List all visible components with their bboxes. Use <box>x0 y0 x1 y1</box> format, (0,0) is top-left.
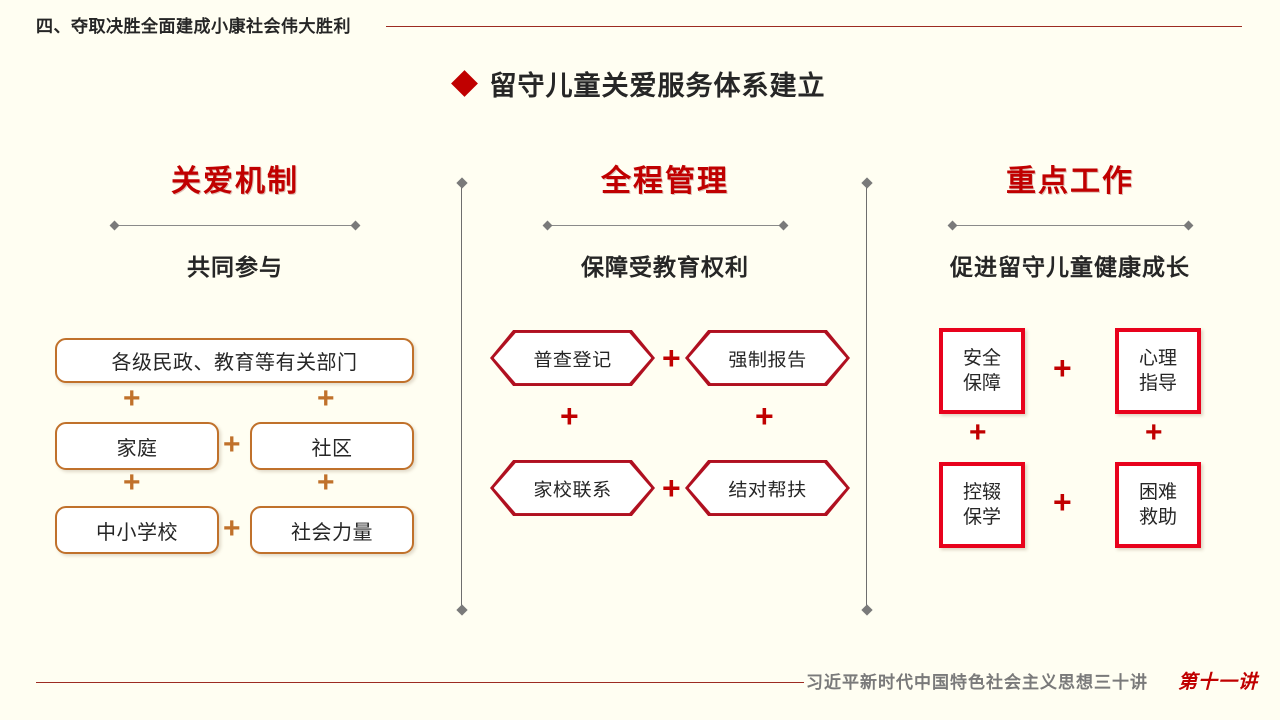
key-work-diagram: 安全 保障 + 心理 指导 + + 控辍 保学 + 困难 救助 <box>925 328 1215 558</box>
column-divider-left <box>455 177 468 616</box>
box-hardship-relief[interactable]: 困难 救助 <box>1115 462 1201 548</box>
box-schools[interactable]: 中小学校 <box>55 506 219 554</box>
box-safety-guarantee[interactable]: 安全 保障 <box>939 328 1025 414</box>
plus-sign: + <box>560 398 579 434</box>
slide-footer: 习近平新时代中国特色社会主义思想三十讲 第十一讲 <box>0 660 1280 720</box>
rule-line <box>550 224 780 226</box>
hexagon-home-school-contact[interactable]: 家校联系 <box>490 460 655 516</box>
box-line-2: 指导 <box>1138 373 1177 394</box>
full-process-diagram: 普查登记 + 强制报告 + + 家校联系 + 结对帮扶 <box>480 330 850 540</box>
box-line-1: 困难 <box>1138 482 1177 503</box>
plus-sign: + <box>969 416 987 449</box>
header-divider-rule <box>386 26 1242 27</box>
rule-diamond-icon <box>542 220 552 230</box>
hexagon-label: 强制报告 <box>688 332 847 384</box>
page-title: 留守儿童关爱服务体系建立 <box>489 71 826 101</box>
box-line-1: 安全 <box>962 348 1001 369</box>
hexagon-paired-assistance[interactable]: 结对帮扶 <box>685 460 850 516</box>
footer-lecture-number: 第十一讲 <box>1177 672 1258 693</box>
plus-sign: + <box>317 466 335 499</box>
box-line-2: 保学 <box>962 507 1001 528</box>
rule-diamond-icon <box>947 220 957 230</box>
plus-sign: + <box>662 340 681 376</box>
rule-line <box>955 224 1185 226</box>
column-title: 重点工作 <box>1006 165 1134 198</box>
plus-sign: + <box>123 382 141 415</box>
plus-sign: + <box>223 428 241 461</box>
footer-divider-rule <box>36 682 804 683</box>
rule-line <box>118 224 352 226</box>
content-columns: 关爱机制 共同参与 各级民政、教育等有关部门 + + 家庭 + 社区 + + 中… <box>0 160 1280 630</box>
hexagon-label: 结对帮扶 <box>688 462 847 514</box>
hexagon-mandatory-report[interactable]: 强制报告 <box>685 330 850 386</box>
column-subtitle: 促进留守儿童健康成长 <box>950 254 1190 280</box>
column-title: 关爱机制 <box>171 165 299 198</box>
section-title: 四、夺取决胜全面建成小康社会伟大胜利 <box>36 17 351 36</box>
column-care-mechanism: 关爱机制 共同参与 各级民政、教育等有关部门 + + 家庭 + 社区 + + 中… <box>10 160 460 588</box>
column-title-rule <box>109 220 361 230</box>
rule-diamond-icon <box>778 220 788 230</box>
plus-sign: + <box>317 382 335 415</box>
box-line-1: 控辍 <box>962 482 1001 503</box>
column-divider-right <box>860 177 873 616</box>
plus-sign: + <box>1053 350 1072 386</box>
rule-diamond-icon <box>109 220 120 230</box>
plus-sign: + <box>755 398 774 434</box>
box-family[interactable]: 家庭 <box>55 422 219 470</box>
column-title-rule <box>947 220 1193 230</box>
footer-book-title: 习近平新时代中国特色社会主义思想三十讲 <box>806 673 1148 692</box>
column-subtitle: 保障受教育权利 <box>581 254 749 280</box>
box-line-2: 保障 <box>962 373 1001 394</box>
box-line-2: 救助 <box>1138 507 1177 528</box>
box-community[interactable]: 社区 <box>250 422 414 470</box>
box-dropout-prevention[interactable]: 控辍 保学 <box>939 462 1025 548</box>
care-mechanism-diagram: 各级民政、教育等有关部门 + + 家庭 + 社区 + + 中小学校 + 社会力量 <box>55 338 415 588</box>
plus-sign: + <box>1145 416 1163 449</box>
column-full-process-management: 全程管理 保障受教育权利 普查登记 + 强制报告 + + 家校联系 + 结对帮扶 <box>465 160 865 540</box>
slide-header: 四、夺取决胜全面建成小康社会伟大胜利 <box>0 0 1280 52</box>
box-social-forces[interactable]: 社会力量 <box>250 506 414 554</box>
hexagon-label: 普查登记 <box>493 332 652 384</box>
column-subtitle: 共同参与 <box>187 254 283 280</box>
rule-diamond-icon <box>350 220 361 230</box>
plus-sign: + <box>662 470 681 506</box>
rule-diamond-icon <box>1183 220 1193 230</box>
box-line-1: 心理 <box>1138 348 1177 369</box>
hexagon-label: 家校联系 <box>493 462 652 514</box>
hexagon-census-registration[interactable]: 普查登记 <box>490 330 655 386</box>
diamond-bullet-icon <box>450 70 478 97</box>
column-title-rule <box>542 220 788 230</box>
plus-sign: + <box>1053 484 1072 520</box>
box-psychological-guidance[interactable]: 心理 指导 <box>1115 328 1201 414</box>
column-title: 全程管理 <box>601 165 729 198</box>
column-key-work: 重点工作 促进留守儿童健康成长 安全 保障 + 心理 指导 + + 控辍 保学 … <box>870 160 1270 558</box>
plus-sign: + <box>123 466 141 499</box>
plus-sign: + <box>223 512 241 545</box>
box-departments[interactable]: 各级民政、教育等有关部门 <box>55 338 414 383</box>
slide-title-row: 留守儿童关爱服务体系建立 <box>0 64 1280 103</box>
